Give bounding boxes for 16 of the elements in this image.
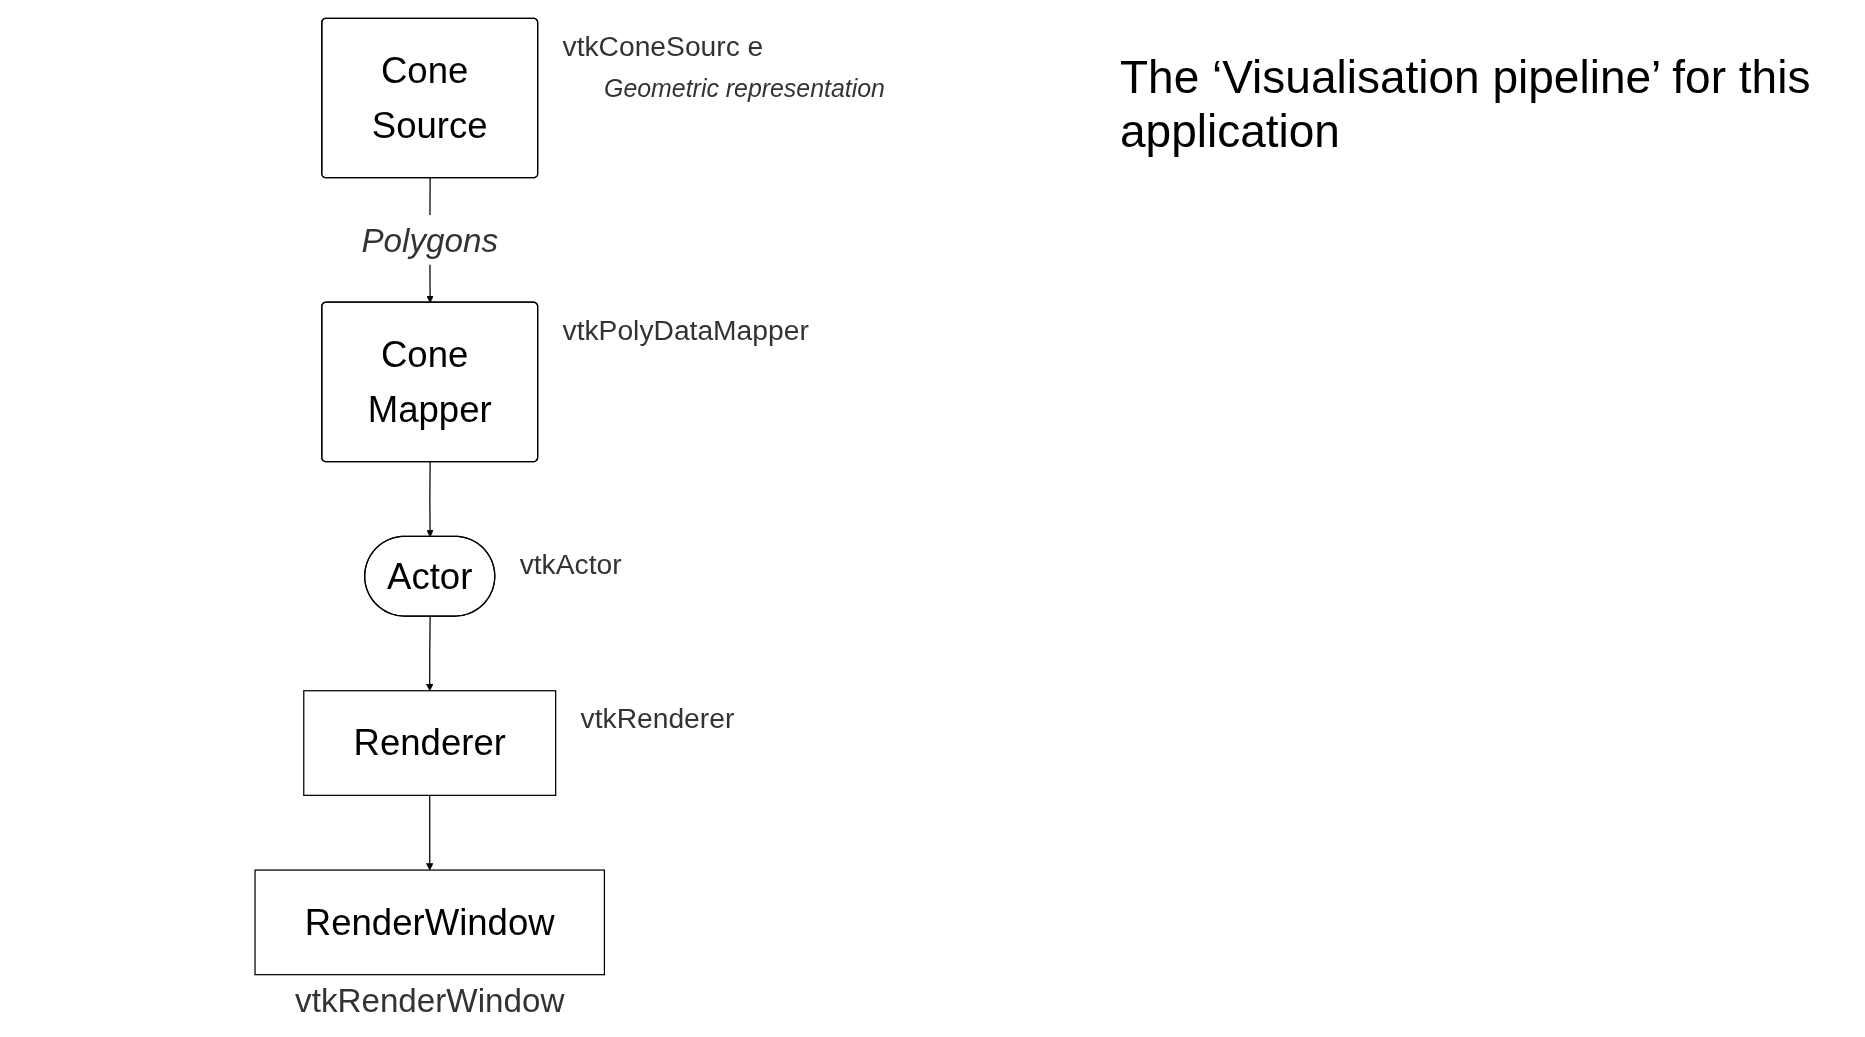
process-box: RenderWindow (254, 869, 606, 976)
process-box: Renderer (303, 690, 557, 796)
process-box: Cone Source (321, 17, 539, 179)
diagram-title: The ‘Visualisation pipeline’ for this application (1120, 50, 1812, 158)
description-label: Geometric representation (604, 74, 885, 103)
ellipse-node: Actor (364, 535, 496, 617)
class-name-label: vtkConeSourc e (562, 29, 764, 62)
arrow (426, 615, 434, 692)
class-name-label: vtkRenderer (580, 702, 735, 735)
arrow (426, 461, 434, 538)
class-name-label: vtkActor (519, 547, 622, 580)
process-box: Cone Mapper (321, 301, 539, 463)
class-name-label: vtkRenderWindow (295, 982, 565, 1019)
class-name-label: vtkPolyDataMapper (562, 313, 809, 346)
edge-label: Polygons (361, 215, 499, 265)
arrow (426, 794, 434, 871)
